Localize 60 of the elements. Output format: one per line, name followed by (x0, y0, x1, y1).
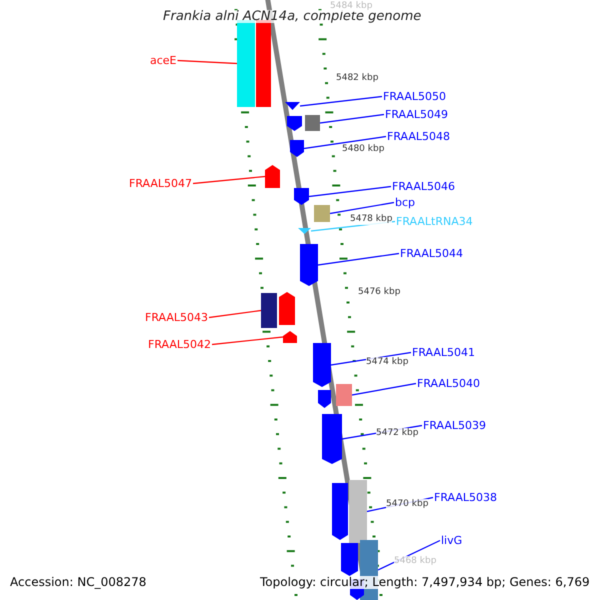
gene-label: FRAAL5046 (392, 180, 456, 193)
gene-label: FRAAL5038 (434, 491, 498, 504)
leader-line (208, 310, 262, 318)
gene-triangle (285, 102, 300, 110)
leader-line (177, 60, 238, 64)
gene-label: FRAAL5044 (400, 247, 464, 260)
title: Frankia alni ACN14a, complete genome (163, 10, 422, 23)
leader-line (352, 382, 416, 396)
scale-label: 5474 kbp (366, 357, 408, 368)
gene-bar (237, 20, 255, 107)
gene-bar (349, 480, 367, 543)
gene-bar (261, 293, 277, 328)
leader-line (330, 202, 394, 214)
scale-label: 5470 kbp (386, 499, 428, 510)
gene-pentagon (313, 343, 331, 387)
gene-pentagon (279, 292, 295, 325)
gene-label: FRAALtRNA34 (396, 215, 473, 228)
gene-pentagon (287, 116, 302, 131)
leader-line (308, 186, 392, 198)
gene-pentagon (322, 414, 342, 464)
scale-label: 5476 kbp (358, 287, 400, 298)
gene-label: FRAAL5041 (412, 346, 476, 359)
gene-pentagon (341, 543, 358, 576)
leader-line (212, 336, 284, 346)
gene-label: FRAAL5048 (387, 130, 450, 143)
gene-label: FRAAL5043 (145, 311, 208, 324)
gene-label: FRAAL5040 (417, 377, 480, 390)
gene-bar (336, 384, 352, 406)
leader-line (318, 252, 400, 266)
scale-label: 5484 kbp (330, 1, 372, 12)
leader-line (320, 114, 384, 124)
gene-bar (305, 115, 320, 131)
gene-label: FRAAL5047 (129, 177, 192, 190)
gene-pentagon (283, 331, 297, 343)
gene-pentagon (294, 188, 309, 205)
gene-bar (256, 20, 271, 107)
gene-label: FRAAL5042 (148, 338, 212, 351)
leader-line (192, 176, 266, 184)
gene-pentagon (290, 140, 304, 157)
gene-triangle (298, 228, 311, 234)
scale-label: 5468 kbp (394, 556, 436, 567)
scale-label: 5482 kbp (336, 73, 378, 84)
gene-label: FRAAL5039 (423, 419, 486, 432)
scale-label: 5472 kbp (376, 428, 418, 439)
scale-label: 5480 kbp (342, 144, 384, 155)
footer-text: Accession: NC_008278 (10, 576, 146, 589)
gene-pentagon (265, 165, 280, 188)
gene-label: livG (441, 534, 462, 547)
leader-line (304, 136, 386, 150)
gene-pentagon (300, 244, 318, 286)
leader-line (300, 96, 382, 107)
gene-label: FRAAL5050 (383, 90, 446, 103)
gene-label: FRAAL5049 (385, 108, 448, 121)
scale-label: 5478 kbp (350, 214, 392, 225)
gene-label: bcp (395, 196, 416, 209)
gene-bar (314, 205, 330, 222)
footer-text: Topology: circular; Length: 7,497,934 bp; Genes: 6,769 (260, 576, 590, 589)
gene-label: aceE (150, 54, 177, 67)
gene-pentagon (318, 390, 331, 408)
gene-pentagon (332, 483, 348, 540)
